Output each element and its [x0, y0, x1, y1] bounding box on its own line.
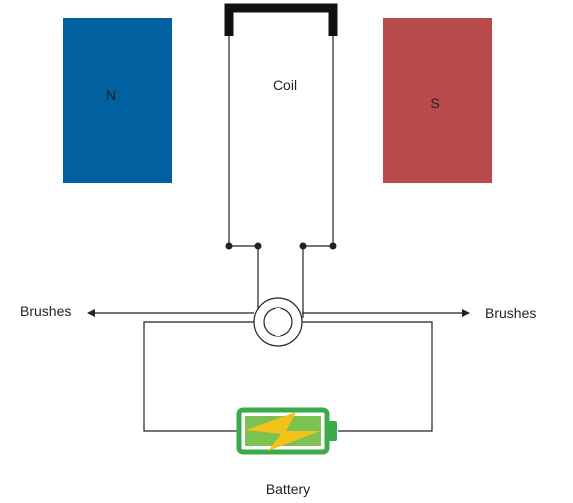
brush-right-label: Brushes: [485, 305, 536, 321]
battery-label: Battery: [266, 481, 310, 497]
commutator: [253, 297, 303, 347]
coil-terminal-bar: [224, 3, 338, 36]
south-magnet: [383, 18, 492, 183]
battery-wire-right: [302, 321, 433, 432]
coil-junction-dot: [225, 242, 233, 250]
coil-loop: [228, 36, 334, 247]
north-magnet: [63, 18, 172, 183]
coil-label: Coil: [273, 77, 297, 93]
brush-left-label: Brushes: [20, 303, 71, 319]
battery-wire-left: [143, 321, 254, 432]
battery-icon: [236, 407, 337, 455]
coil-junction-dot: [329, 242, 337, 250]
south-magnet-label: S: [430, 95, 439, 111]
north-magnet-label: N: [106, 87, 116, 103]
